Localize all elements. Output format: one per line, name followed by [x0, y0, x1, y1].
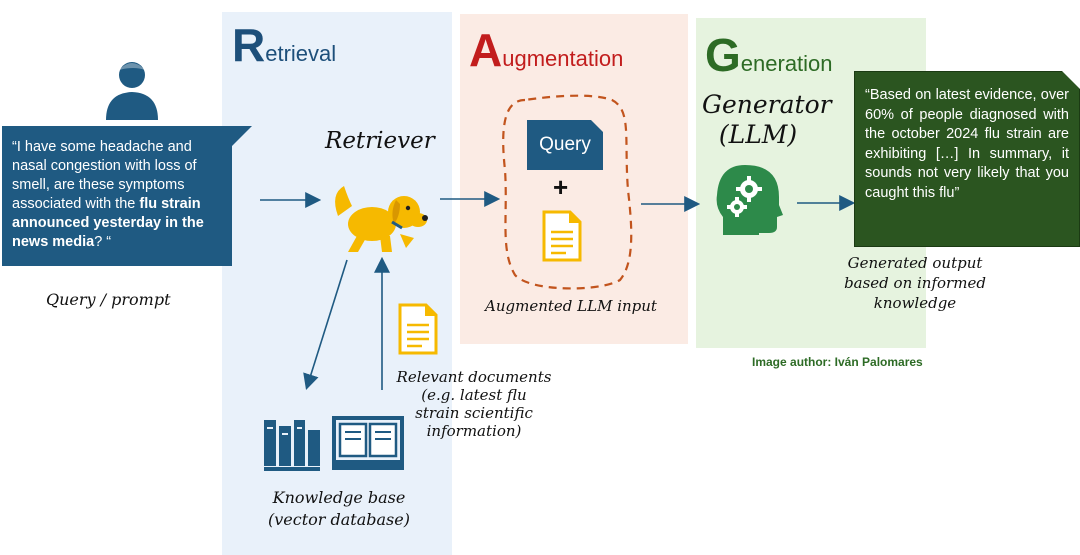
generation-title-rest: eneration: [740, 51, 833, 76]
augmented-input-label: Augmented LLM input: [485, 297, 657, 315]
query-text-highlight: flu strain announced yesterday in the ne…: [12, 196, 204, 250]
generated-output-text: “Based on latest evidence, over 60% of p…: [865, 87, 1069, 201]
knowledge-base-line: (vector database): [268, 510, 410, 529]
augmentation-title-rest: ugmentation: [502, 46, 624, 71]
query-chip-corner: [591, 120, 603, 132]
query-box: “I have some headache and nasal congesti…: [2, 126, 252, 266]
relevant-documents-line: strain scientific: [415, 404, 533, 422]
retriever-label: Retriever: [325, 128, 435, 154]
query-text-end: ? “: [94, 234, 112, 250]
document-icon: [542, 210, 582, 262]
image-author-credit: Image author: Iván Palomares: [752, 355, 923, 369]
brain-gears-icon: [716, 165, 783, 235]
plus-sign: +: [553, 172, 569, 202]
augmentation-title: Augmentation: [469, 27, 623, 73]
generator-title: Generator (LLM): [702, 90, 832, 150]
retrieval-title: Retrieval: [232, 22, 336, 68]
retrieval-title-initial: R: [232, 19, 266, 71]
query-chip-label: Query: [539, 134, 591, 155]
generation-title: Generation: [705, 32, 833, 78]
open-book-icon: [332, 416, 404, 470]
output-box-corner: [1062, 71, 1080, 89]
relevant-documents-line: information): [426, 422, 522, 440]
query-box-corner: [232, 126, 252, 146]
generator-title-line: Generator: [702, 90, 832, 119]
augmentation-title-initial: A: [469, 24, 503, 76]
generator-title-line: (LLM): [718, 120, 798, 149]
books-icon: [264, 420, 320, 471]
relevant-documents-line: Relevant documents: [396, 368, 552, 386]
query-label: Query / prompt: [46, 290, 171, 309]
relevant-documents-label: Relevant documents (e.g. latest flu stra…: [395, 368, 553, 440]
knowledge-base-line: Knowledge base: [272, 488, 406, 507]
generated-output-label-line: based on informed: [844, 274, 986, 292]
knowledge-base-label: Knowledge base (vector database): [264, 487, 414, 531]
augmented-input-dashed-outline: [502, 94, 633, 290]
retrieval-title-rest: etrieval: [265, 41, 337, 66]
relevant-documents-line: (e.g. latest flu: [421, 386, 527, 404]
arrow-retriever-to-knowledge-base: [303, 259, 348, 391]
query-chip: Query: [527, 120, 603, 170]
retriever-dog-icon: [335, 186, 428, 252]
user-icon: [106, 62, 158, 120]
generation-title-initial: G: [705, 29, 741, 81]
generated-output-label: Generated output based on informed knowl…: [832, 253, 998, 313]
generated-output-label-line: Generated output: [847, 254, 983, 272]
generated-output-box: “Based on latest evidence, over 60% of p…: [854, 71, 1080, 247]
document-icon: [398, 303, 438, 355]
generated-output-label-line: knowledge: [873, 294, 957, 312]
query-text-start: “I have some headache and nasal congesti…: [12, 139, 197, 212]
augmentation-panel: [460, 14, 688, 344]
